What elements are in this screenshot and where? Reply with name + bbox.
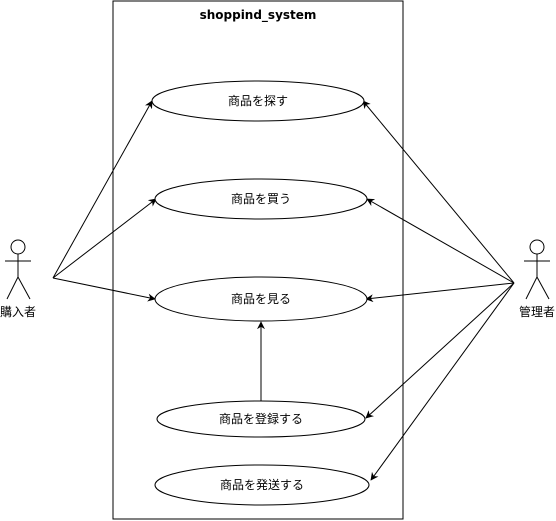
admin-to-register-arrow [365, 282, 515, 419]
system-title: shoppind_system [200, 8, 317, 23]
admin-to-ship-arrow [370, 282, 515, 481]
use-case-ship[interactable]: 商品を発送する [154, 464, 370, 506]
actor-admin-label: 管理者 [519, 304, 555, 319]
system-boundary-box [112, 0, 404, 520]
buyer-to-search-arrow [52, 100, 153, 279]
admin-to-view-arrow [365, 282, 515, 303]
use-case-view-ellipse [154, 276, 368, 322]
use-case-register-label: 商品を登録する [219, 411, 303, 426]
use-case-register[interactable]: 商品を登録する [156, 400, 366, 438]
use-case-buy-label: 商品を買う [231, 191, 291, 206]
admin-to-buy-arrow [366, 198, 515, 284]
buyer-to-buy-arrow [52, 198, 157, 279]
stick-figure-icon [524, 239, 550, 300]
actor-admin[interactable]: 管理者 [519, 239, 555, 319]
use-case-search-label: 商品を探す [228, 93, 288, 108]
use-case-ship-label: 商品を発送する [220, 477, 304, 492]
use-case-buy-ellipse [154, 178, 368, 220]
buyer-to-view-arrow [52, 277, 156, 302]
system-boundary: shoppind_system [112, 0, 404, 520]
stick-figure-icon [5, 239, 31, 300]
use-case-search-ellipse [151, 80, 365, 122]
use-case-register-ellipse [156, 400, 366, 438]
use-case-search[interactable]: 商品を探す [151, 80, 365, 122]
use-case-buy[interactable]: 商品を買う [154, 178, 368, 220]
actor-buyer-label: 購入者 [0, 305, 36, 319]
use-case-ship-ellipse [154, 464, 370, 506]
use-case-view[interactable]: 商品を見る [154, 276, 368, 322]
actor-buyer[interactable]: 購入者 [0, 239, 36, 319]
connectors [52, 100, 515, 481]
use-case-view-label: 商品を見る [231, 291, 291, 306]
admin-to-search-arrow [362, 100, 515, 284]
